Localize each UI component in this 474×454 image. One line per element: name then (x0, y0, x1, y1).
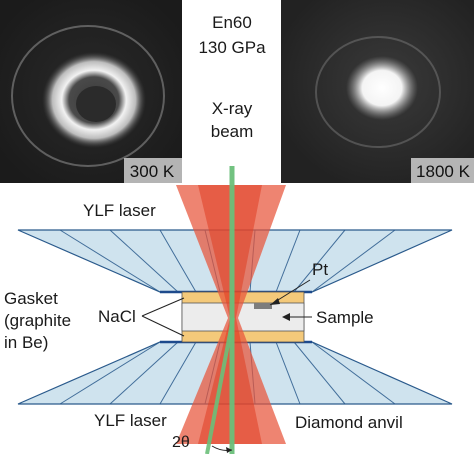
photo-outer-ring (11, 25, 165, 167)
label-bg (124, 158, 182, 183)
temperature-label-1800k: 1800 K (416, 162, 471, 181)
photo-hotspot (346, 56, 418, 120)
xray-beam-label-line2: beam (211, 122, 254, 141)
photo-dark-core (76, 86, 116, 122)
sample-name-label: En60 (212, 13, 252, 32)
pressure-label: 130 GPa (198, 38, 266, 57)
pt-arrowhead (270, 298, 280, 305)
two-theta-label: 2θ (172, 434, 190, 451)
temperature-label-300k: 300 K (130, 162, 175, 181)
two-theta-arrowhead (226, 447, 232, 453)
nacl-pointer-top (141, 297, 185, 317)
gasket-label-line2: (graphite (4, 311, 71, 330)
diamond-anvil-label: Diamond anvil (295, 413, 403, 432)
pt-label: Pt (312, 260, 328, 279)
pt-foil (254, 303, 272, 309)
nacl-label: NaCl (98, 307, 136, 326)
photo-1800k: 1800 K (281, 0, 474, 183)
xray-beam-label-line1: X-ray (212, 99, 253, 118)
photo-300k: 300 K (0, 0, 182, 183)
ylf-laser-top-label: YLF laser (83, 201, 156, 220)
label-bg (411, 158, 474, 183)
gasket-label-line1: Gasket (4, 289, 58, 308)
gasket-label-line3: in Be) (4, 333, 48, 352)
photo-outer-ring (315, 36, 441, 148)
diffracted-beam (205, 317, 235, 454)
sample-label: Sample (316, 308, 374, 327)
nacl-pointer-bottom (141, 315, 185, 337)
ylf-laser-bottom-label: YLF laser (94, 411, 167, 430)
sample-arrowhead (282, 313, 290, 321)
